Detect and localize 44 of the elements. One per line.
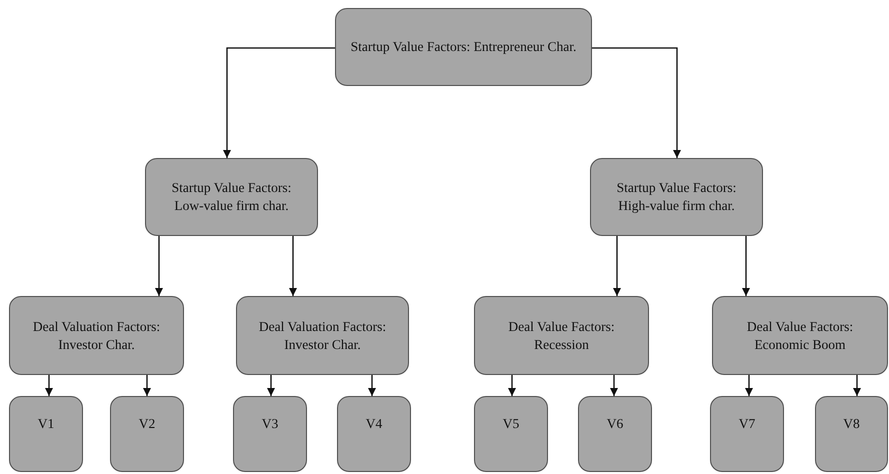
arrow xyxy=(592,47,681,158)
factor-box xyxy=(474,296,649,375)
box-label: V3 xyxy=(262,415,278,433)
arrow xyxy=(45,375,53,396)
arrow xyxy=(155,236,163,296)
variable-box xyxy=(815,396,888,472)
box-label: Startup Value Factors: High-value firm char. xyxy=(616,179,738,215)
arrow xyxy=(742,236,750,296)
box-label: Deal Value Factors: Economic Boom xyxy=(746,318,854,354)
box-label: Deal Valuation Factors: Investor Char. xyxy=(32,318,162,354)
arrow xyxy=(267,375,275,396)
box-label: Startup Value Factors: Entrepreneur Char. xyxy=(350,38,576,56)
arrow xyxy=(613,236,621,296)
variable-box xyxy=(337,396,411,472)
arrow xyxy=(223,47,335,158)
arrow xyxy=(610,375,618,396)
box-label: Deal Valuation Factors: Investor Char. xyxy=(258,318,388,354)
factor-box xyxy=(712,296,888,375)
box-label: V5 xyxy=(502,415,520,433)
arrow xyxy=(853,375,861,396)
factor-box xyxy=(9,296,184,375)
variable-box xyxy=(9,396,83,472)
factor-box xyxy=(145,158,318,236)
box-label: V2 xyxy=(138,415,156,433)
variable-box xyxy=(110,396,184,472)
factor-box xyxy=(335,8,592,86)
box-label: V8 xyxy=(843,415,860,433)
arrow xyxy=(745,375,753,396)
factor-box xyxy=(236,296,409,375)
box-label: V1 xyxy=(38,415,54,433)
variable-box xyxy=(233,396,307,472)
box-label: Deal Value Factors: Recession xyxy=(507,318,616,354)
arrow xyxy=(143,375,151,396)
arrow xyxy=(508,375,516,396)
box-label: V7 xyxy=(738,415,756,433)
variable-box xyxy=(710,396,784,472)
factor-box xyxy=(590,158,763,236)
arrow xyxy=(289,236,297,296)
variable-box xyxy=(474,396,548,472)
box-label: Startup Value Factors: Low-value firm char. xyxy=(170,179,292,215)
box-label: V6 xyxy=(606,415,624,433)
box-label: V4 xyxy=(366,415,382,433)
variable-box xyxy=(578,396,652,472)
arrow xyxy=(368,375,376,396)
